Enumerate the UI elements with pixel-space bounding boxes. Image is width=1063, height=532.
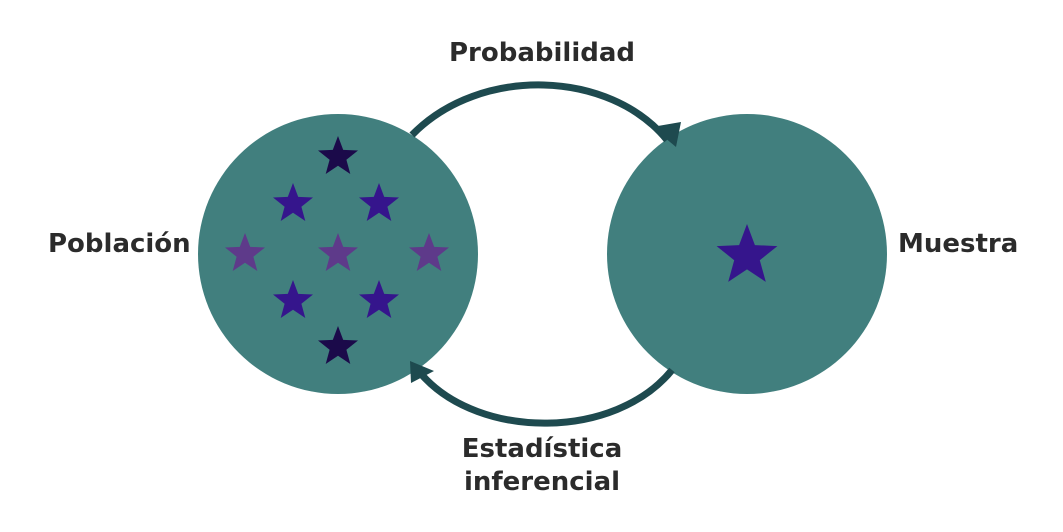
- sample-label: Muestra: [898, 229, 1019, 259]
- star-icon: [273, 183, 313, 221]
- sample-stars: [716, 224, 778, 282]
- inferential-statistics-label-line1: Estadística: [461, 434, 623, 464]
- population-stars: [225, 136, 449, 364]
- probability-label: Probabilidad: [448, 38, 635, 68]
- population-label: Población: [48, 229, 191, 259]
- star-icon: [359, 280, 399, 318]
- star-icon: [273, 280, 313, 318]
- probability-arrow: [409, 81, 670, 143]
- inferential-statistics-label: Estadística inferencial: [431, 433, 653, 499]
- star-icon: [716, 224, 778, 282]
- star-icon: [225, 233, 265, 271]
- inferential-statistics-label-line2: inferencial: [463, 467, 621, 497]
- inferential-arrow: [419, 367, 675, 427]
- star-icon: [359, 183, 399, 221]
- star-icon: [409, 233, 449, 271]
- star-icon: [318, 233, 358, 271]
- star-icon: [318, 136, 358, 174]
- inferential-arrowhead: [410, 361, 434, 383]
- star-icon: [318, 326, 358, 364]
- probability-arrowhead: [652, 122, 681, 147]
